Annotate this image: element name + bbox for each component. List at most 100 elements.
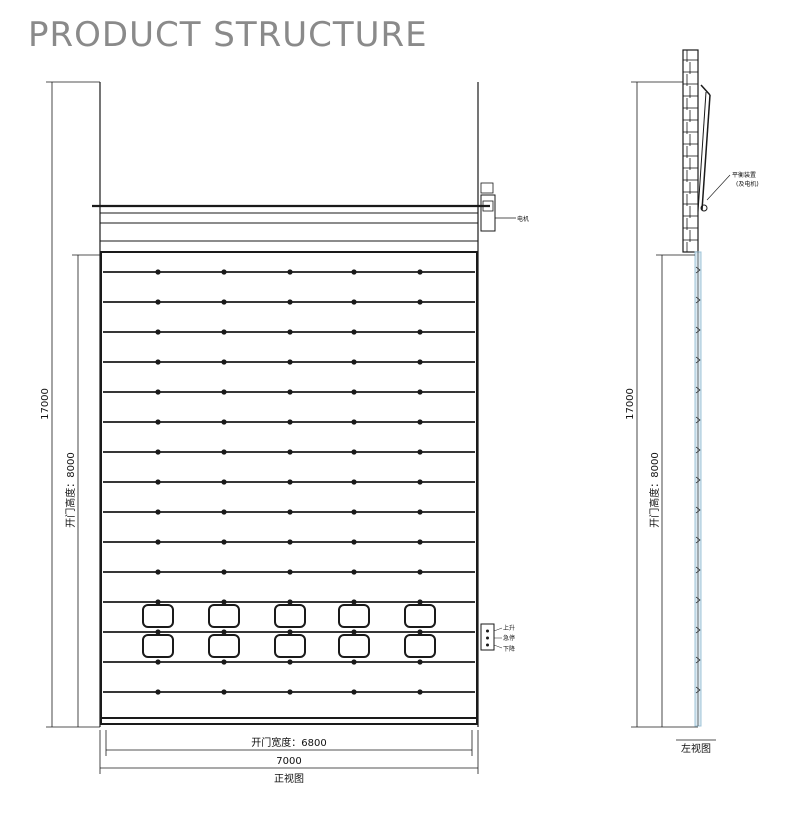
slat-hinge bbox=[351, 389, 357, 395]
side-slat-mark bbox=[695, 296, 701, 304]
side-overall-height: 17000 bbox=[625, 388, 636, 420]
motor-housing bbox=[480, 194, 496, 232]
slat-hinge bbox=[155, 509, 161, 515]
door-window bbox=[142, 634, 174, 658]
slat-hinge bbox=[417, 569, 423, 575]
slat-hinge bbox=[155, 629, 161, 635]
slat-hinge bbox=[155, 299, 161, 305]
front-view-caption: 正视图 bbox=[274, 772, 304, 785]
down-leader bbox=[493, 644, 503, 649]
slat-hinge bbox=[417, 389, 423, 395]
slat-hinge bbox=[221, 359, 227, 365]
front-view-drawing bbox=[46, 81, 516, 774]
side-view-drawing bbox=[631, 49, 731, 741]
side-slat-mark bbox=[695, 686, 701, 694]
slat-hinge bbox=[221, 629, 227, 635]
slat-hinge bbox=[351, 449, 357, 455]
balance-arm bbox=[701, 94, 711, 211]
door-window bbox=[208, 634, 240, 658]
front-opening-width: 开门宽度：6800 bbox=[251, 736, 326, 749]
slat-hinge bbox=[287, 509, 293, 515]
slat-hinge bbox=[287, 449, 293, 455]
motor-label: 电机 bbox=[517, 215, 529, 223]
up-leader bbox=[493, 627, 503, 632]
header-box-top bbox=[99, 212, 479, 224]
door-window bbox=[208, 604, 240, 628]
slat-hinge bbox=[221, 569, 227, 575]
front-overall-width: 7000 bbox=[276, 756, 301, 767]
slat-hinge bbox=[351, 359, 357, 365]
motor-top-cap bbox=[480, 182, 494, 194]
front-dimensions bbox=[46, 81, 479, 774]
slat-hinge bbox=[155, 599, 161, 605]
door-window bbox=[338, 604, 370, 628]
slat-hinge bbox=[221, 479, 227, 485]
slat-hinge bbox=[155, 689, 161, 695]
slat-hinge bbox=[221, 449, 227, 455]
slat-hinge bbox=[155, 659, 161, 665]
slat-hinge bbox=[155, 419, 161, 425]
side-opening-height: 开门高度：8000 bbox=[648, 452, 661, 527]
side-slat-mark bbox=[695, 626, 701, 634]
slat-hinge bbox=[417, 659, 423, 665]
slat-hinge bbox=[221, 329, 227, 335]
slat-hinge bbox=[287, 269, 293, 275]
down-label: 下降 bbox=[503, 645, 515, 653]
side-slat-mark bbox=[695, 356, 701, 364]
stop-button-icon bbox=[486, 636, 489, 640]
slat-hinge bbox=[221, 599, 227, 605]
slat-hinge bbox=[351, 329, 357, 335]
balance-leader bbox=[706, 174, 731, 201]
slat-hinge bbox=[221, 509, 227, 515]
slat-hinge bbox=[287, 389, 293, 395]
slat-hinge bbox=[417, 509, 423, 515]
side-slat-mark bbox=[695, 416, 701, 424]
side-slat-mark bbox=[695, 656, 701, 664]
slat-hinge bbox=[417, 299, 423, 305]
slat-hinge bbox=[155, 269, 161, 275]
motor-icon bbox=[482, 200, 494, 212]
slat-hinge bbox=[417, 689, 423, 695]
slat-hinge bbox=[221, 539, 227, 545]
slat-hinge bbox=[221, 389, 227, 395]
slat-hinge bbox=[287, 629, 293, 635]
slat-hinge bbox=[287, 599, 293, 605]
slat-hinge bbox=[351, 689, 357, 695]
control-box bbox=[480, 623, 495, 651]
side-dimensions bbox=[631, 81, 716, 741]
slat-hinge bbox=[287, 299, 293, 305]
side-wall-column bbox=[682, 49, 699, 253]
slat-hinge bbox=[417, 599, 423, 605]
door-curtain bbox=[100, 251, 478, 725]
stop-label: 急停 bbox=[503, 634, 515, 642]
slat-hinge bbox=[351, 479, 357, 485]
side-slat-mark bbox=[695, 326, 701, 334]
side-slat-mark bbox=[695, 266, 701, 274]
up-label: 上升 bbox=[503, 624, 515, 632]
slat-hinge bbox=[155, 359, 161, 365]
slat-hinge bbox=[155, 479, 161, 485]
slat-hinge bbox=[155, 449, 161, 455]
slat-hinge bbox=[287, 359, 293, 365]
slat-hinge bbox=[155, 539, 161, 545]
slat-hinge bbox=[155, 389, 161, 395]
side-slat-mark bbox=[695, 446, 701, 454]
door-window bbox=[404, 604, 436, 628]
balance-label: 平衡装置 bbox=[732, 171, 756, 179]
slat-hinge bbox=[417, 479, 423, 485]
slat-hinge bbox=[221, 659, 227, 665]
front-opening-height: 开门高度：8000 bbox=[64, 452, 77, 527]
slat-hinge bbox=[287, 689, 293, 695]
door-window bbox=[338, 634, 370, 658]
page-title: PRODUCT STRUCTURE bbox=[28, 15, 428, 55]
slat-hinge bbox=[351, 569, 357, 575]
header-box bbox=[99, 222, 479, 242]
slat-hinge bbox=[351, 539, 357, 545]
slat-hinge bbox=[417, 419, 423, 425]
slat-hinge bbox=[351, 659, 357, 665]
balance-rod bbox=[697, 91, 707, 213]
slat-hinge bbox=[287, 329, 293, 335]
balance-pulley-icon bbox=[700, 204, 708, 212]
side-slat-mark bbox=[695, 596, 701, 604]
